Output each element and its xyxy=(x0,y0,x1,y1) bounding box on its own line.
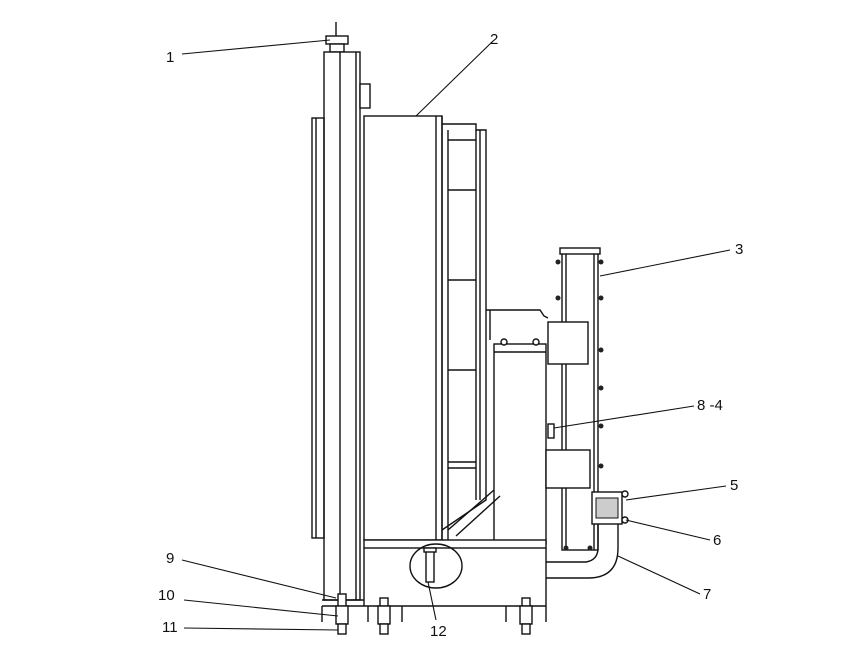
callout-7: 7 xyxy=(703,586,711,603)
callout-11: 11 xyxy=(162,619,178,636)
callout-4: 8 -4 xyxy=(697,397,723,414)
foot-bolts xyxy=(335,593,533,635)
lower-connector xyxy=(545,449,591,489)
upper-connector xyxy=(547,321,589,365)
fan-shroud xyxy=(441,123,487,531)
filter-canister xyxy=(591,490,629,525)
sight-glass xyxy=(547,423,555,439)
left-tank-column xyxy=(323,51,361,601)
callout-10: 10 xyxy=(158,587,175,604)
callout-12: 12 xyxy=(430,623,447,640)
callout-2: 2 xyxy=(490,31,498,48)
left-frame-panel xyxy=(311,117,325,539)
engine-block xyxy=(447,309,549,545)
callout-1: 1 xyxy=(166,49,174,66)
callout-9: 9 xyxy=(166,550,174,567)
elbow-pipe xyxy=(546,524,619,579)
leader-lines xyxy=(181,39,731,631)
radiator-core xyxy=(363,115,443,541)
callout-6: 6 xyxy=(713,532,721,549)
top-bracket xyxy=(359,83,371,109)
callout-3: 3 xyxy=(735,241,743,258)
filler-cap xyxy=(325,22,349,53)
callout-5: 5 xyxy=(730,477,738,494)
base-frame xyxy=(321,539,547,622)
